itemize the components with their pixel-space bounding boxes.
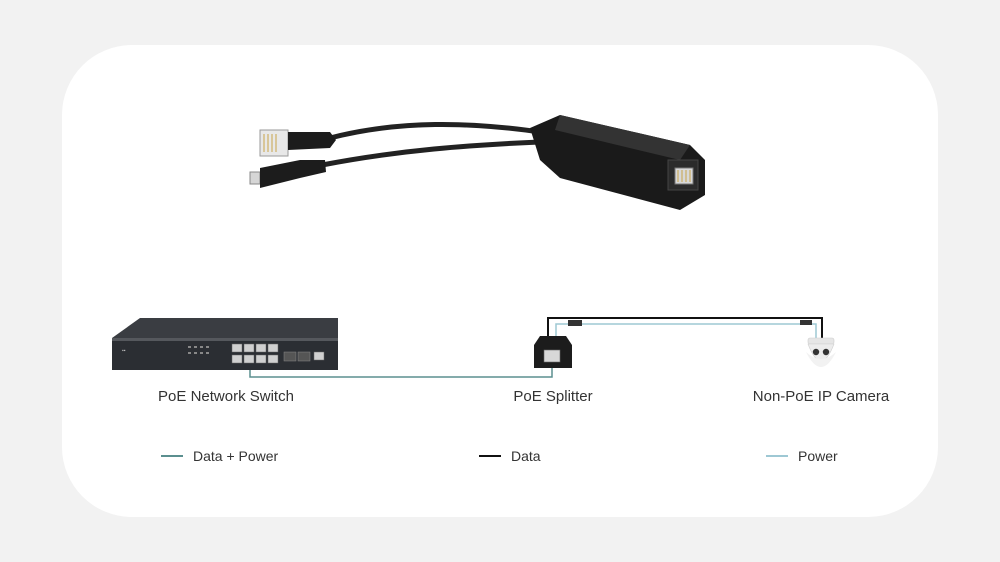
legend-data-label: Data (511, 448, 541, 464)
legend-power: Power (766, 448, 838, 464)
legend-data: Data (479, 448, 541, 464)
splitter-label: PoE Splitter (513, 388, 593, 405)
legend-power-label: Power (798, 448, 838, 464)
legend-data-power-swatch (161, 455, 183, 457)
power-line (555, 323, 817, 340)
splitter-body (530, 115, 705, 210)
dc-barrel-plug (249, 160, 326, 188)
poe-switch: ▪▪ (112, 318, 338, 370)
legend-data-swatch (479, 455, 501, 457)
legend-data-power: Data + Power (161, 448, 278, 464)
diagram-card (62, 45, 938, 517)
data-line (547, 317, 823, 340)
splitter-product-photo (249, 115, 705, 210)
camera-label: Non-PoE IP Camera (752, 388, 890, 405)
legend-data-power-label: Data + Power (193, 448, 279, 464)
poe-splitter-device (534, 336, 572, 368)
rj45-plug (259, 129, 336, 157)
svg-text:▪▪: ▪▪ (122, 348, 126, 354)
legend-power-swatch (766, 455, 788, 457)
ip-camera (806, 337, 836, 367)
switch-label: PoE Network Switch (158, 388, 294, 405)
